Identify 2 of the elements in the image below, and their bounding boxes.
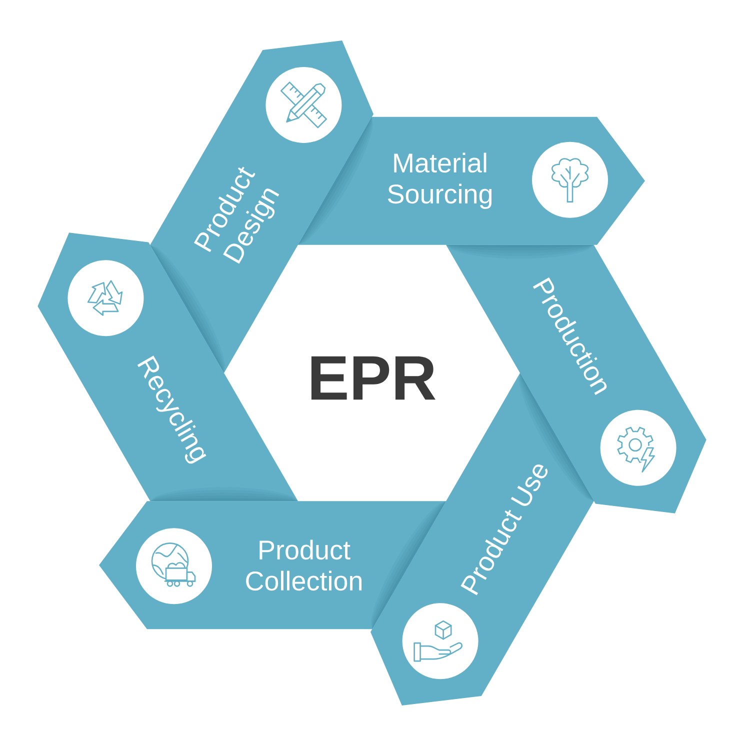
node-label: Material Sourcing bbox=[388, 152, 492, 209]
node-label: Product Collection bbox=[246, 540, 362, 591]
